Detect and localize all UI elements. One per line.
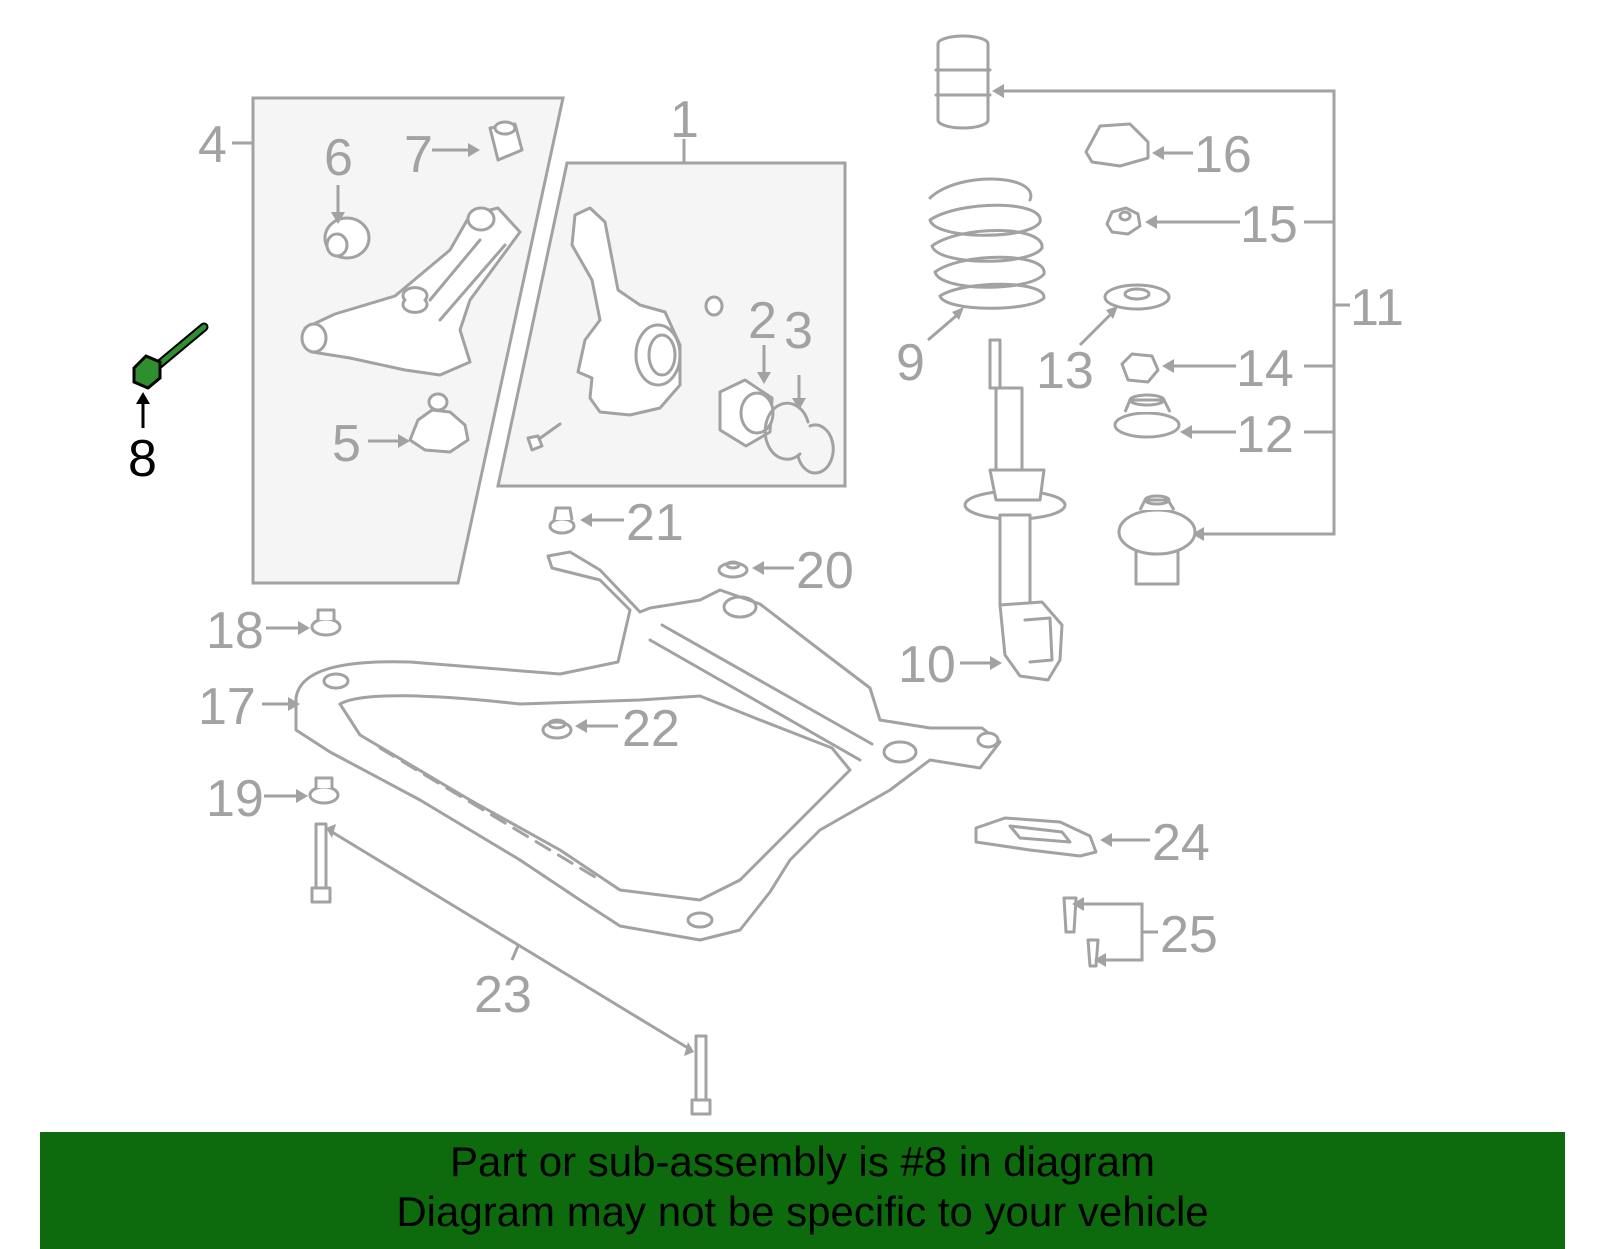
bump-stop-icon[interactable] <box>934 34 992 130</box>
callout-8[interactable]: 8 <box>128 430 157 488</box>
callout-20[interactable]: 20 <box>796 542 854 600</box>
subframe-bolt-icon[interactable] <box>310 822 712 1116</box>
control-arm-icon[interactable] <box>300 206 522 377</box>
callout-22[interactable]: 22 <box>622 700 680 758</box>
bushing-21-icon[interactable] <box>548 506 576 535</box>
callout-16[interactable]: 16 <box>1194 126 1252 184</box>
bushing-7-icon[interactable] <box>488 120 524 162</box>
bolt-8-icon[interactable] <box>132 322 209 390</box>
bushing-18-icon[interactable] <box>310 608 342 637</box>
callout-3[interactable]: 3 <box>784 302 813 360</box>
callout-18[interactable]: 18 <box>206 602 264 660</box>
callout-10[interactable]: 10 <box>898 636 956 694</box>
nut-15-icon[interactable] <box>1105 206 1142 236</box>
strut-10-icon[interactable] <box>963 338 1067 682</box>
subframe-17-icon[interactable] <box>294 550 1002 942</box>
nut-icon <box>704 295 724 317</box>
knuckle-bolt-icon <box>526 422 562 452</box>
nut-14-icon[interactable] <box>1120 352 1160 384</box>
callout-15[interactable]: 15 <box>1240 196 1298 254</box>
callout-21[interactable]: 21 <box>626 494 684 552</box>
bushing-6-icon[interactable] <box>323 216 371 260</box>
coil-spring-9-icon[interactable] <box>928 177 1046 310</box>
callout-17[interactable]: 17 <box>198 678 256 736</box>
callout-13[interactable]: 13 <box>1036 342 1094 400</box>
mount-12-icon[interactable] <box>1113 393 1181 439</box>
callout-25[interactable]: 25 <box>1160 906 1218 964</box>
callout-7[interactable]: 7 <box>404 126 433 184</box>
callout-2[interactable]: 2 <box>748 292 777 350</box>
cap-16-icon[interactable] <box>1084 122 1150 168</box>
steering-knuckle-icon[interactable] <box>570 206 682 417</box>
banner-disclaimer: Diagram may not be specific to your vehi… <box>396 1188 1209 1235</box>
callout-6[interactable]: 6 <box>324 129 353 187</box>
strut-mount-icon[interactable] <box>1117 494 1197 586</box>
bushing-19-icon[interactable] <box>308 776 340 805</box>
callout-5[interactable]: 5 <box>332 415 361 473</box>
callout-24[interactable]: 24 <box>1152 814 1210 872</box>
callout-4[interactable]: 4 <box>198 116 227 174</box>
callout-9[interactable]: 9 <box>896 334 925 392</box>
callout-23[interactable]: 23 <box>474 966 532 1024</box>
bushing-22-icon[interactable] <box>541 718 573 740</box>
callout-14[interactable]: 14 <box>1236 340 1294 398</box>
spring-seat-13-icon[interactable] <box>1103 283 1171 311</box>
wheel-bearing-2-icon[interactable] <box>718 378 775 448</box>
ball-joint-5-icon[interactable] <box>408 392 470 454</box>
callout-12[interactable]: 12 <box>1236 406 1294 464</box>
callout-11[interactable]: 11 <box>1350 279 1404 337</box>
bushing-20-icon[interactable] <box>717 560 749 579</box>
plate-24-icon[interactable] <box>974 816 1098 858</box>
callout-1[interactable]: 1 <box>670 91 699 149</box>
banner-part-notice: Part or sub-assembly is #8 in diagram <box>450 1138 1155 1185</box>
callout-19[interactable]: 19 <box>206 770 264 828</box>
info-banner: Part or sub-assembly is #8 in diagram Di… <box>40 1132 1565 1249</box>
